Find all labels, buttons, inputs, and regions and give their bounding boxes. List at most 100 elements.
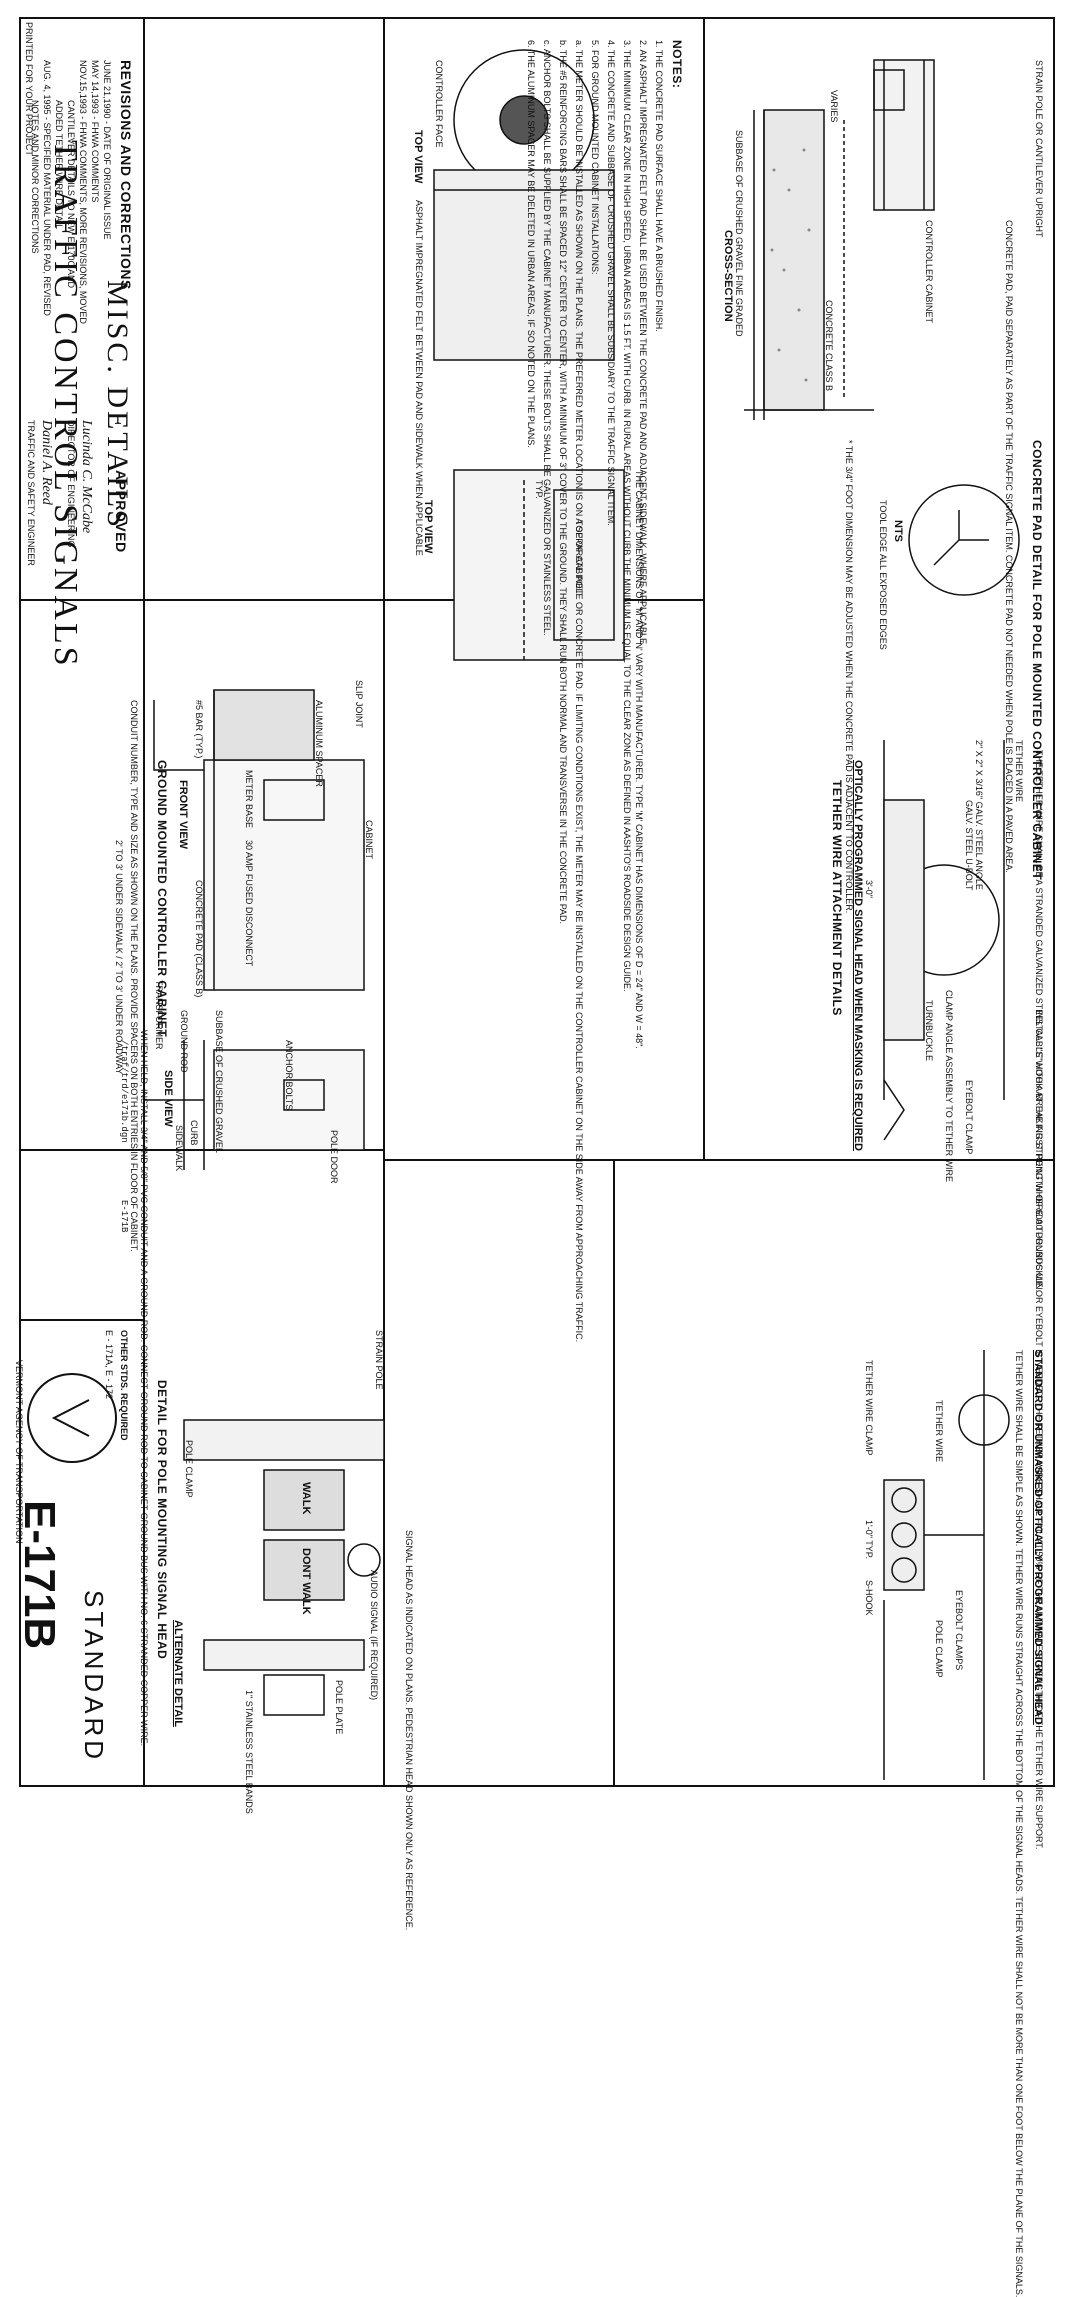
note-item: 6. THE ALUMINUM SPACER MAY BE DELETED IN… (526, 40, 536, 448)
linework (19, 17, 1055, 1787)
eyebolt-label: EYEBOLT CLAMP (964, 1080, 974, 1155)
note-item: c. ANCHOR BOLTS SHALL BE SUPPLIED BY THE… (542, 40, 552, 636)
pole-clamp-label: POLE CLAMP (934, 1620, 944, 1678)
approval-heading: APPROVED (113, 470, 129, 553)
tether-unmasked-detail (883, 1350, 1010, 1780)
sidewalk-label: SIDEWALK (174, 1125, 184, 1172)
typ-label: TYP. (534, 480, 544, 499)
notes-heading: NOTES: (670, 40, 684, 89)
tether-wire-label: TETHER WIRE (1014, 740, 1024, 802)
dont-walk-sign: DONT WALK (300, 1548, 312, 1615)
angle-label: 2" X 2" X 3/16" GALV. STEEL ANGLE (974, 740, 984, 890)
note-item: 5. FOR GROUND MOUNTED CABINET INSTALLATI… (590, 40, 600, 275)
meter-base-label: METER BASE (244, 770, 254, 829)
pole-plate-label: POLE PLATE (334, 1680, 344, 1735)
aluminum-spacer-label: ALUMINUM SPACER (314, 700, 324, 787)
controller-cabinet-label: CONTROLLER CABINET (924, 220, 934, 324)
strain-pole-label-2: STRAIN POLE (374, 1330, 384, 1390)
ground-cabinet-top-view (453, 469, 625, 661)
conduit-note: CONDUIT NUMBER, TYPE AND SIZE AS SHOWN O… (129, 700, 139, 1252)
cabinet-label: CABINET (364, 820, 374, 860)
dim-3ft: 3'-0" (864, 880, 874, 898)
controller-face-label: CONTROLLER FACE (434, 60, 444, 148)
pole-pad-stipple (770, 148, 811, 382)
tether-wire-clamp-label: TETHER WIRE CLAMP (864, 1360, 874, 1456)
note-item: b. THE #5 REINFORCING BARS SHALL BE SPAC… (558, 40, 568, 925)
ground-top-view-label: TOP VIEW (422, 500, 434, 554)
subbase-label: SUBBASE OF CRUSHED GRAVEL FINE GRADED (734, 130, 744, 337)
stamp-line: PRINTED FOR YOUR PROJECT (24, 22, 34, 156)
drawing-sheet: TRAFFIC CONTROL SIGNALS MISC. DETAILS ST… (14, 17, 1055, 2297)
revision-entry: AUG. 4, 1995 - SPECIFIED MATERIAL UNDER … (42, 60, 52, 316)
nts-detail (908, 484, 1020, 596)
tether-sub1: OPTICALLY PROGRAMMED SIGNAL HEAD WHEN MA… (852, 760, 864, 1151)
concrete-class-label: CONCRETE CLASS B (824, 300, 834, 392)
pole-mount-detail (183, 1419, 385, 1716)
cabinet-dims-note: THE CABINET DIMENSIONS OF 'M' AND 'N' VA… (634, 470, 644, 1049)
note-item: 1. THE CONCRETE PAD SURFACE SHALL HAVE A… (654, 40, 664, 332)
note-item: 4. THE CONCRETE AND SUBBASE OF CRUSHED G… (606, 40, 616, 526)
note-item: a. THE METER SHOULD BE INSTALLED AS SHOW… (574, 40, 584, 1343)
pole-mount-title: DETAIL FOR POLE MOUNTING SIGNAL HEAD (155, 1380, 169, 1660)
agency-seal-text: VERMONT AGENCY OF TRANSPORTATION (14, 1360, 24, 1544)
anchor-bolts-label: ANCHOR BOLTS (284, 1040, 294, 1111)
revision-entry: ADDED TETHER WIRE DETAIL (54, 100, 64, 230)
tether-wire-label-2: TETHER WIRE (934, 1400, 944, 1462)
pad-note: CONCRETE PAD, PAID SEPARATELY AS PART OF… (1004, 220, 1014, 873)
curb-label: CURB (189, 1120, 199, 1146)
revisions-heading: REVISIONS AND CORRECTIONS (118, 60, 134, 290)
service-note: 30 AMP FUSED DISCONNECT (244, 840, 254, 967)
side-view-label: SIDE VIEW (162, 1070, 174, 1127)
pole-door-label: POLE DOOR (329, 1130, 339, 1184)
revision-entry: NOV.15,1993 - FHWA COMMENTS, MORE REVISI… (78, 60, 88, 324)
ground-subbase-label: SUBBASE OF CRUSHED GRAVEL (214, 1010, 224, 1153)
pole-pad-top-view-label: TOP VIEW (412, 130, 424, 184)
agency-seal (27, 1373, 117, 1463)
tether-note2: TETHER WIRE SHALL BE SIMPLE AS SHOWN. TE… (1014, 1350, 1024, 2297)
walk-sign: WALK (300, 1482, 312, 1515)
conduit-depth-note: 2' TO 3' UNDER SIDEWALK / 2' TO 3' UNDER… (114, 840, 124, 1075)
eyebolt-clamps-label: EYEBOLT CLAMPS (954, 1590, 964, 1671)
tether-masked-detail (883, 740, 1005, 1141)
audio-signal-label: AUDIO SIGNAL (IF REQUIRED) (369, 1570, 379, 1701)
clamp-angle-label: CLAMP ANGLE ASSEMBLY TO TETHER WIRE (944, 990, 954, 1183)
ground-rod-label: GROUND ROD (179, 1010, 189, 1073)
pole-pad-cross-section (744, 59, 935, 420)
engineer-signature: Daniel A. Reed (39, 420, 54, 505)
pole-clamp-label-2: POLE CLAMP (184, 1440, 194, 1498)
transformer-label: TRANSFORMER (154, 980, 164, 1050)
ground-cabinet-front-view (153, 689, 365, 991)
ground-walk-note: WHEN HELD, INSTALL 3/4" AND 5/8" PVC CON… (139, 1030, 149, 1747)
steel-bands-label: 1" STAINLESS STEEL BANDS (244, 1690, 254, 1814)
front-view-label: FRONT VIEW (177, 780, 189, 850)
shook-label: S-HOOK (864, 1580, 874, 1616)
nts-label: NTS (892, 520, 904, 542)
pole-pad-top-view (433, 49, 615, 361)
tether-title: TETHER WIRE ATTACHMENT DETAILS (830, 780, 844, 1016)
bar-label: #5 BAR (TYP.) (194, 700, 204, 759)
concrete-pad-label: CONCRETE PAD (CLASS B) (194, 880, 204, 998)
strain-pole-label: STRAIN POLE OR CANTILEVER UPRIGHT (1034, 60, 1044, 238)
install-note: INSTALL "S" HOOK AT THE FIRST POINT WHER… (1034, 1010, 1044, 1850)
note-item: 3. THE MINIMUM CLEAR ZONE IN HIGH SPEED,… (622, 40, 632, 992)
file-tag: E-171B (119, 1200, 129, 1233)
cross-section-label: CROSS-SECTION (722, 230, 734, 322)
ubolt-label: GALV. STEEL U-BOLT (964, 800, 974, 891)
ground-cabinet-side-view (144, 1040, 365, 1170)
revision-entry: MAY 14,1993 - FHWA COMMENTS (90, 60, 100, 203)
top-of-cabinet-label: TOP OF CABINET (574, 520, 584, 595)
slip-joint-label: SLIP JOINT (354, 680, 364, 728)
director-title: DIRECTOR OF ENGINEERING (66, 420, 76, 548)
nts-note: TOOL EDGE ALL EXPOSED EDGES (878, 500, 888, 650)
standard-label: STANDARD (79, 1590, 109, 1764)
alternate-detail-label: ALTERNATE DETAIL (172, 1620, 184, 1727)
engineer-title: TRAFFIC AND SAFETY ENGINEER (26, 420, 36, 566)
dim-12: 1'-0" TYP. (864, 1520, 874, 1560)
director-signature: Lucinda C. McCabe (79, 420, 94, 534)
signal-head-note: SIGNAL HEAD AS INDICATED ON PLANS. PEDES… (404, 1530, 414, 1931)
turnbuckle-label: TURNBUCKLE (924, 1000, 934, 1062)
varies-label: VARIES (829, 90, 839, 123)
other-stds-value: E - 171A, E - 172 (104, 1330, 114, 1400)
other-stds-label: OTHER STDS. REQUIRED (119, 1330, 129, 1441)
drawing-landscape: TRAFFIC CONTROL SIGNALS MISC. DETAILS ST… (14, 17, 1055, 2297)
